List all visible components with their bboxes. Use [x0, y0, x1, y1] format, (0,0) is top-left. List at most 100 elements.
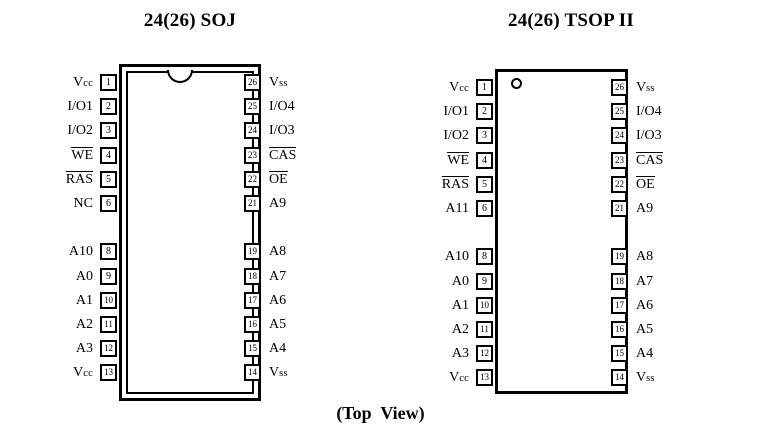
pin-label: CAS	[269, 146, 297, 163]
pin-label: A6	[269, 292, 287, 308]
package-title-tsop: 24(26) TSOP II	[508, 10, 634, 31]
pin-number: 15	[611, 345, 628, 363]
pin-label: WE	[71, 146, 93, 163]
pin-label: A8	[269, 244, 287, 260]
pin-number: 18	[244, 267, 261, 285]
view-caption: (Top View)	[336, 403, 425, 423]
pin-soj-23: 23 CAS	[244, 146, 315, 164]
pin-label: I/O3	[636, 128, 662, 144]
pin-number: 24	[244, 122, 261, 140]
pin-number: 22	[611, 175, 628, 193]
pin-label: I/O1	[67, 99, 93, 115]
pin-number: 19	[611, 248, 628, 266]
pin-number: 4	[100, 146, 117, 164]
pin-label: A2	[75, 317, 93, 332]
pin-label: A9	[636, 201, 654, 216]
pin-label: Vcc	[73, 364, 93, 380]
pin-number: 4	[476, 151, 493, 169]
pin-tsop-3: I/O2 3	[423, 127, 493, 145]
pin-label: A2	[451, 322, 469, 337]
pin-label: A10	[68, 244, 93, 260]
pin-tsop-10: A1 10	[423, 296, 493, 314]
pin-label: A4	[636, 346, 654, 362]
pin-number: 6	[476, 200, 493, 217]
pin-number: 2	[100, 98, 117, 116]
pin-label: NC	[73, 196, 93, 211]
pin-number: 17	[611, 296, 628, 314]
pin-tsop-6: A11 6	[423, 200, 493, 217]
pin-number: 9	[476, 272, 493, 290]
pin-label: I/O1	[443, 104, 469, 120]
pin-soj-22: 22 OE	[244, 170, 315, 188]
pin-number: 10	[476, 296, 493, 314]
pin-soj-6: NC 6	[47, 195, 117, 212]
pin-number: 17	[244, 291, 261, 309]
pin-label: Vcc	[73, 74, 93, 90]
pin-label: A11	[445, 201, 469, 216]
pin-number: 19	[244, 243, 261, 261]
pin-number: 13	[476, 369, 493, 387]
pin-number: 11	[100, 316, 117, 333]
pin-label: Vss	[269, 74, 288, 90]
pin-label: A9	[269, 196, 287, 211]
pin-label: RAS	[65, 170, 93, 187]
pin-label: A3	[75, 341, 93, 357]
pin-tsop-8: A10 8	[423, 248, 493, 266]
pin-number: 3	[100, 122, 117, 140]
pin-label: Vcc	[449, 369, 469, 385]
pin-number: 1	[476, 79, 493, 96]
pin-number: 5	[100, 170, 117, 188]
pin-tsop-23: 23 CAS	[611, 151, 682, 169]
pin-soj-16: 16 A5	[244, 316, 315, 333]
pin-number: 26	[244, 74, 261, 91]
pin-number: 6	[100, 195, 117, 212]
pin-soj-19: 19 A8	[244, 243, 315, 261]
pin-label: WE	[447, 151, 469, 168]
pin-label: A10	[444, 249, 469, 265]
pin-label: A4	[269, 341, 287, 357]
pin-soj-26: 26 Vss	[244, 74, 315, 91]
pin-label: A1	[451, 297, 469, 313]
pin-label: OE	[269, 170, 288, 187]
pin-tsop-15: 15 A4	[611, 345, 682, 363]
pin-label: I/O2	[67, 123, 93, 139]
pin-number: 8	[476, 248, 493, 266]
pin-number: 10	[100, 291, 117, 309]
pin-label: A5	[269, 317, 287, 332]
pin-number: 3	[476, 127, 493, 145]
pin-number: 23	[611, 151, 628, 169]
pin-soj-11: A2 11	[47, 316, 117, 333]
pin-tsop-4: WE 4	[423, 151, 493, 169]
pin-soj-17: 17 A6	[244, 291, 315, 309]
pin-number: 25	[611, 103, 628, 121]
pin-label: CAS	[636, 151, 664, 168]
pin-label: Vcc	[449, 79, 469, 95]
pin-number: 25	[244, 98, 261, 116]
pin-number: 16	[244, 316, 261, 333]
pin-number: 26	[611, 79, 628, 96]
pin-label: I/O2	[443, 128, 469, 144]
pin-number: 22	[244, 170, 261, 188]
pin-number: 14	[611, 369, 628, 387]
pin-number: 23	[244, 146, 261, 164]
pin-number: 15	[244, 340, 261, 358]
pin-soj-15: 15 A4	[244, 340, 315, 358]
